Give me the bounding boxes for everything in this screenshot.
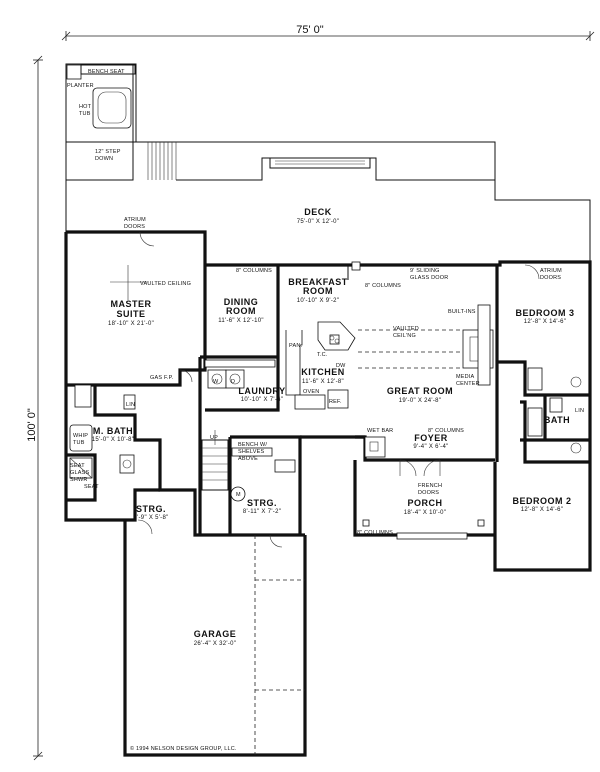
seat-note-1: SEAT [70, 463, 85, 469]
great-room-size: 19'-0" X 24'-8" [399, 398, 441, 404]
breakfast-label-1: BREAKFAST [288, 277, 348, 287]
bath-label: BATH [544, 415, 570, 425]
bench-note-2: SHELVES [238, 449, 264, 455]
great-room-label: GREAT ROOM [387, 386, 453, 396]
dining-label-2: ROOM [226, 306, 256, 316]
breakfast-label-2: ROOM [303, 286, 333, 296]
built-ins-note: BUILT-INS [448, 309, 476, 315]
seat-note-2: GLASS [70, 470, 89, 476]
step-note-2: DOWN [95, 156, 113, 162]
laundry-label: LAUNDRY [238, 386, 285, 396]
atrium-note-4: DOORS [540, 275, 561, 281]
tc-note: T.C. [317, 352, 328, 358]
atrium-note-3: ATRIUM [540, 268, 562, 274]
dining-size: 11'-6" X 12'-10" [218, 318, 264, 324]
dimension-lines [33, 31, 595, 761]
kitchen-size: 11'-6" X 12'-8" [302, 379, 344, 385]
bedroom2-size: 12'-8" X 14'-6" [521, 507, 563, 513]
laundry-size: 10'-10" X 7'-6" [241, 397, 283, 403]
up-note: UP [210, 435, 218, 441]
vaulted-ceil-note-1: VAULTED [393, 326, 419, 332]
plan-notes: BENCH SEAT PLANTER HOT TUB 12" STEP DOWN… [67, 69, 584, 752]
oven-note: OVEN [303, 389, 319, 395]
mech-note: M [236, 492, 241, 498]
dw-note: DW [336, 363, 346, 369]
hot-note: HOT [79, 104, 92, 110]
deck-size: 75'-0" X 12'-0" [297, 219, 339, 225]
washer-note: W [213, 379, 219, 385]
columns-note-a: 8" COLUMNS [236, 268, 272, 274]
kitchen-label: KITCHEN [301, 367, 345, 377]
foyer-label: FOYER [414, 433, 448, 443]
ref-note: REF. [329, 399, 342, 405]
bench-note-3: ABOVE [238, 456, 258, 462]
master-label-2: SUITE [116, 309, 145, 319]
whirl-note-1: WHIP [73, 433, 88, 439]
mbath-size: 15'-0" X 10'-8" [92, 437, 134, 443]
dryer-note: D [231, 379, 235, 385]
columns-note-d: 8" COLUMNS [357, 530, 393, 536]
gas-fp-note: GAS F.P. [150, 375, 174, 381]
strg2-label: STRG. [247, 498, 277, 508]
breakfast-size: 10'-10" X 9'-2" [297, 298, 339, 304]
interior-details [69, 231, 582, 755]
porch-size: 18'-4" X 10'-0" [404, 510, 446, 516]
pan-note: PAN. [289, 343, 303, 349]
tub-note: TUB [79, 111, 91, 117]
french-note-2: DOORS [418, 490, 439, 496]
seat-note-4: SEAT [84, 484, 99, 490]
foyer-size: 9'-4" X 6'-4" [413, 444, 448, 450]
master-label-1: MASTER [111, 299, 152, 309]
copyright-note: © 1994 NELSON DESIGN GROUP, LLC. [130, 745, 237, 752]
whirl-note-2: TUB [73, 440, 85, 446]
strg1-size: 6'-9" X 5'-8" [133, 515, 168, 521]
seat-note-3: SHWR [70, 477, 88, 483]
mbath-label: M. BATH [93, 426, 133, 436]
bedroom2-label: BEDROOM 2 [512, 496, 571, 506]
bedroom3-size: 12'-8" X 14'-6" [524, 319, 566, 325]
sliding-note-1: 9' SLIDING [410, 268, 440, 274]
sliding-note-2: GLASS DOOR [410, 275, 448, 281]
columns-note-c: 8" COLUMNS [428, 428, 464, 434]
french-note-1: FRENCH [418, 483, 442, 489]
vaulted-ceil-note-2: CEIL'NG [393, 333, 416, 339]
master-size: 18'-10" X 21'-0" [108, 321, 154, 327]
bench-note-1: BENCH W/ [238, 442, 267, 448]
bench-seat-note: BENCH SEAT [88, 69, 125, 75]
room-labels: DECK 75'-0" X 12'-0" MASTER SUITE 18'-10… [92, 207, 574, 647]
columns-note-b: 8" COLUMNS [365, 283, 401, 289]
deck-outline [65, 63, 591, 262]
atrium-note-1: ATRIUM [124, 217, 146, 223]
garage-label: GARAGE [194, 629, 237, 639]
lin-note-a: LIN [126, 402, 135, 408]
media-note-2: CENTER [456, 381, 480, 387]
height-dimension: 100' 0" [26, 408, 38, 442]
atrium-note-2: DOORS [124, 224, 145, 230]
wet-bar-note: WET BAR [367, 428, 393, 434]
planter-note: PLANTER [67, 83, 94, 89]
lin-note-b: LIN [575, 408, 584, 414]
media-note-1: MEDIA [456, 374, 475, 380]
step-note-1: 12" STEP [95, 149, 121, 155]
dining-label-1: DINING [224, 297, 259, 307]
bedroom3-label: BEDROOM 3 [515, 308, 574, 318]
deck-label: DECK [304, 207, 332, 217]
garage-size: 26'-4" X 32'-0" [194, 641, 236, 647]
width-dimension: 75' 0" [296, 24, 324, 36]
vaulted-ceiling-note: VAULTED CEILING [140, 281, 191, 287]
strg1-label: STRG. [136, 504, 166, 514]
porch-label: PORCH [407, 498, 442, 508]
strg2-size: 8'-11" X 7'-2" [243, 509, 281, 515]
